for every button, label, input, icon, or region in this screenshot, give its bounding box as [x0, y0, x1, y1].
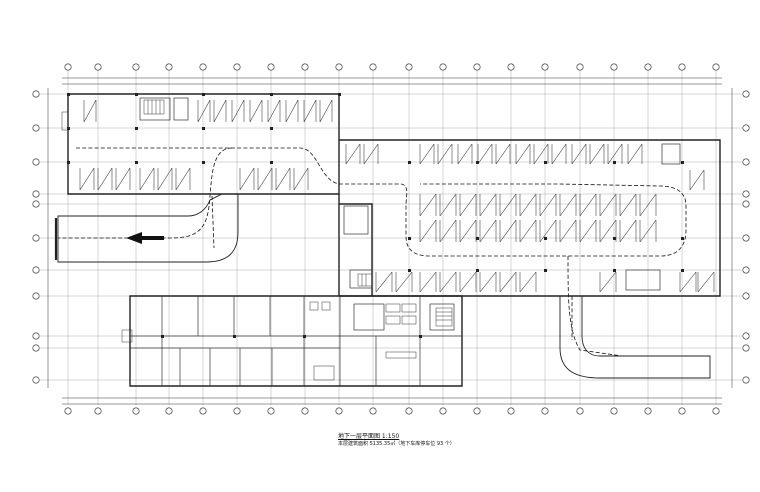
parking-stalls	[79, 99, 715, 293]
drawing-note: 本层建筑面积 5135.35㎡（地下车库停车位 93 个）	[338, 441, 455, 447]
exterior-walls	[67, 93, 721, 387]
drawing-title: 地下一层平面图 1:150	[338, 433, 400, 440]
ramp-icon	[54, 193, 711, 379]
structural-columns	[67, 93, 684, 338]
room-partitions	[130, 97, 681, 386]
equipment-fixtures	[61, 111, 417, 381]
driving-routes	[58, 147, 687, 357]
axis-bubbles	[32, 63, 750, 415]
dimension-lines	[47, 77, 733, 405]
arrow-left-icon	[126, 232, 164, 244]
stair-icon	[143, 99, 453, 327]
